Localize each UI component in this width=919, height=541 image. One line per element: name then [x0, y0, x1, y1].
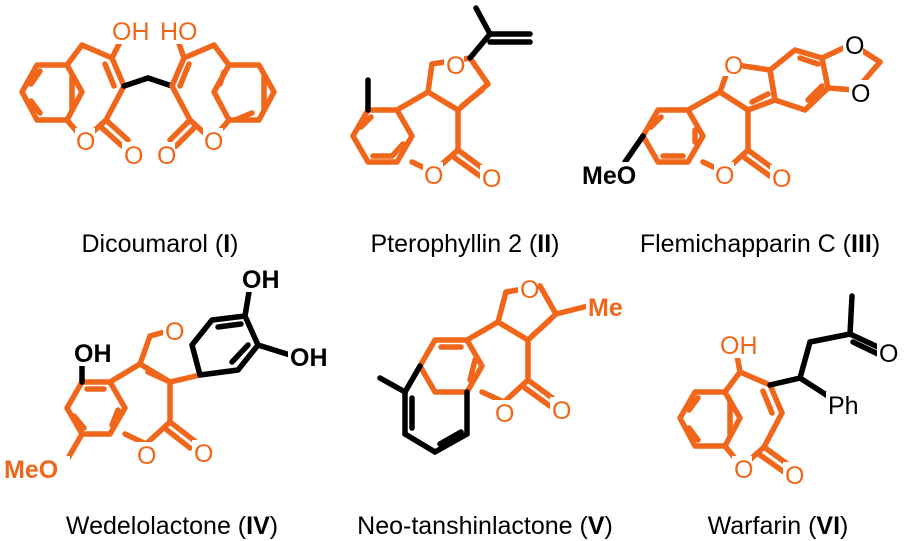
- wedelolactone-oh-top-label: OH: [242, 266, 280, 294]
- structure-neo-tanshinlactone: O O O Me: [377, 276, 630, 455]
- wedelolactone-carbonyl-o: O: [194, 440, 213, 468]
- wedelolactone-meo-label: MeO: [4, 456, 58, 484]
- neo-tanshinlactone-furan-o: O: [520, 276, 539, 304]
- dicoumarol-ring-o-right: O: [204, 128, 223, 156]
- wedelolactone-oh-left-label: OH: [74, 340, 112, 368]
- wedelolactone-furan-o: O: [165, 318, 184, 346]
- neo-tanshinlactone-me-label: Me: [588, 294, 623, 322]
- wedelolactone-ring-bonds: [64, 333, 199, 463]
- caption-pterophyllin-2: Pterophyllin 2 (II): [371, 230, 560, 258]
- pterophyllin-carbonyl-o: O: [482, 165, 501, 193]
- wedelolactone-ring-o: O: [137, 442, 156, 470]
- caption-dicoumarol: Dicoumarol (I): [82, 230, 239, 258]
- neo-tanshinlactone-ring-o: O: [495, 400, 514, 428]
- dicoumarol-ch2-bond-2: [145, 75, 175, 89]
- structure-flemichapparin-c: O O O O O MeO: [580, 32, 883, 193]
- wedelolactone-furan-c-bond: [167, 372, 203, 385]
- dicoumarol-ho-label: HO: [160, 18, 198, 46]
- flemichapparin-carbonyl-o: O: [772, 165, 791, 193]
- flemichapparin-ome-bond: [622, 133, 646, 165]
- dicoumarol-ring-o-left: O: [76, 128, 95, 156]
- pterophyllin-furan-o: O: [446, 52, 465, 80]
- pterophyllin-ring-bonds: [350, 55, 491, 179]
- flemichapparin-furan-o: O: [724, 52, 743, 80]
- dicoumarol-oh-label: OH: [112, 18, 150, 46]
- structure-warfarin: OH O O O Ph: [677, 293, 898, 490]
- dicoumarol-right-coumarin-bonds: [167, 35, 277, 149]
- warfarin-ph-label: Ph: [828, 392, 859, 420]
- flemichapparin-meo-label: MeO: [582, 162, 636, 190]
- warfarin-oh-label: OH: [720, 332, 758, 360]
- pterophyllin-ring-o: O: [424, 162, 443, 190]
- caption-flemichapparin-c: Flemichapparin C (III): [640, 230, 880, 258]
- dicoumarol-carbonyl-o-right: O: [157, 142, 176, 170]
- warfarin-ring-o: O: [734, 456, 753, 484]
- flemichapparin-ring-bonds: [640, 41, 883, 179]
- wedelolactone-oh-right-label: OH: [290, 344, 328, 372]
- dicoumarol-ch2-bond-1: [121, 75, 151, 89]
- wedelolactone-catechol-ring: [189, 283, 293, 378]
- flemichapparin-dioxole-o-top: O: [845, 32, 864, 60]
- pterophyllin-vinyl-methyl: [473, 5, 493, 37]
- flemichapparin-ring-o: O: [715, 162, 734, 190]
- structure-pterophyllin-2: O O O: [350, 5, 533, 193]
- warfarin-ketone-o: O: [879, 340, 898, 368]
- warfarin-side-chain: [767, 293, 883, 399]
- pterophyllin-vinyl-bond: [467, 31, 493, 61]
- caption-wedelolactone: Wedelolactone (IV): [66, 512, 278, 540]
- dicoumarol-carbonyl-o-left: O: [124, 142, 143, 170]
- neo-tanshinlactone-carbonyl-o: O: [552, 397, 571, 425]
- caption-neo-tanshinlactone: Neo-tanshinlactone (V): [357, 512, 613, 540]
- caption-warfarin: Warfarin (VI): [708, 512, 849, 540]
- warfarin-coumarin-bonds: [677, 347, 793, 475]
- flemichapparin-dioxole-o-bottom: O: [851, 80, 870, 108]
- neo-tanshinlactone-black-ring: [377, 363, 470, 455]
- neo-tanshinlactone-orange-bonds: [417, 283, 591, 409]
- structure-wedelolactone: OH OH OH O O O MeO: [2, 266, 334, 484]
- warfarin-carbonyl-o: O: [785, 462, 804, 490]
- structure-dicoumarol: OH HO O O O O: [19, 18, 277, 170]
